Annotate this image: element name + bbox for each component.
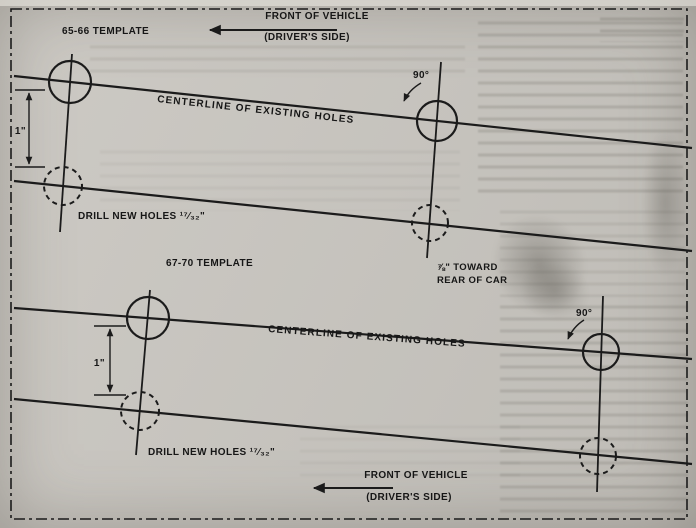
front-of-vehicle-label-bottom: FRONT OF VEHICLE [364,470,468,481]
existing-hole-top-left [47,59,93,105]
drawing-border [10,8,688,520]
new-hole-top-right [411,204,449,242]
angle-label-bottom: 90° [576,308,592,319]
angle-leader-top [403,82,422,102]
new-hole-top-left [43,166,83,206]
new-hole-bottom-left [120,391,160,431]
template-67-70-group: 1" 67-70 TEMPLATE CENTERLINE OF EXISTING… [13,258,693,503]
hole-axis-top-left [59,53,73,233]
new-hole-bottom-right [579,437,617,475]
centerline-existing-holes-top [13,74,693,150]
existing-hole-bottom-right [581,332,621,372]
centerline-label-bottom: CENTERLINE OF EXISTING HOLES [268,324,466,350]
dim-label-bottom: 1" [94,358,105,369]
angle-label-top: 90° [413,70,429,81]
new-holes-line-top [13,179,693,253]
template-65-66-group: 1" 65-66 TEMPLATE FRONT OF VEHICLE (DRIV… [13,11,693,286]
drill-new-holes-label-bottom: DRILL NEW HOLES ¹⁷⁄₃₂" [148,447,275,458]
existing-hole-bottom-left [125,295,171,341]
template-title-top: 65-66 TEMPLATE [62,26,149,37]
front-of-vehicle-label-top: FRONT OF VEHICLE [265,11,369,22]
dim-label-top: 1" [15,126,26,137]
offset-label-line2: REAR OF CAR [437,275,507,286]
drivers-side-label-bottom: (DRIVER'S SIDE) [366,492,452,503]
template-title-bottom: 67-70 TEMPLATE [166,258,253,269]
scan-top-edge [0,0,696,6]
drivers-side-label-top: (DRIVER'S SIDE) [264,32,350,43]
new-holes-line-bottom [13,397,693,466]
offset-label-line1: ⅞" TOWARD [437,262,498,273]
angle-leader-bottom [567,319,585,340]
drill-new-holes-label-top: DRILL NEW HOLES ¹⁷⁄₃₂" [78,211,205,222]
hole-axis-bottom-right [596,295,604,493]
hole-axis-top-right [426,61,442,259]
existing-hole-top-right [415,99,459,143]
hole-axis-bottom-left [135,289,151,456]
